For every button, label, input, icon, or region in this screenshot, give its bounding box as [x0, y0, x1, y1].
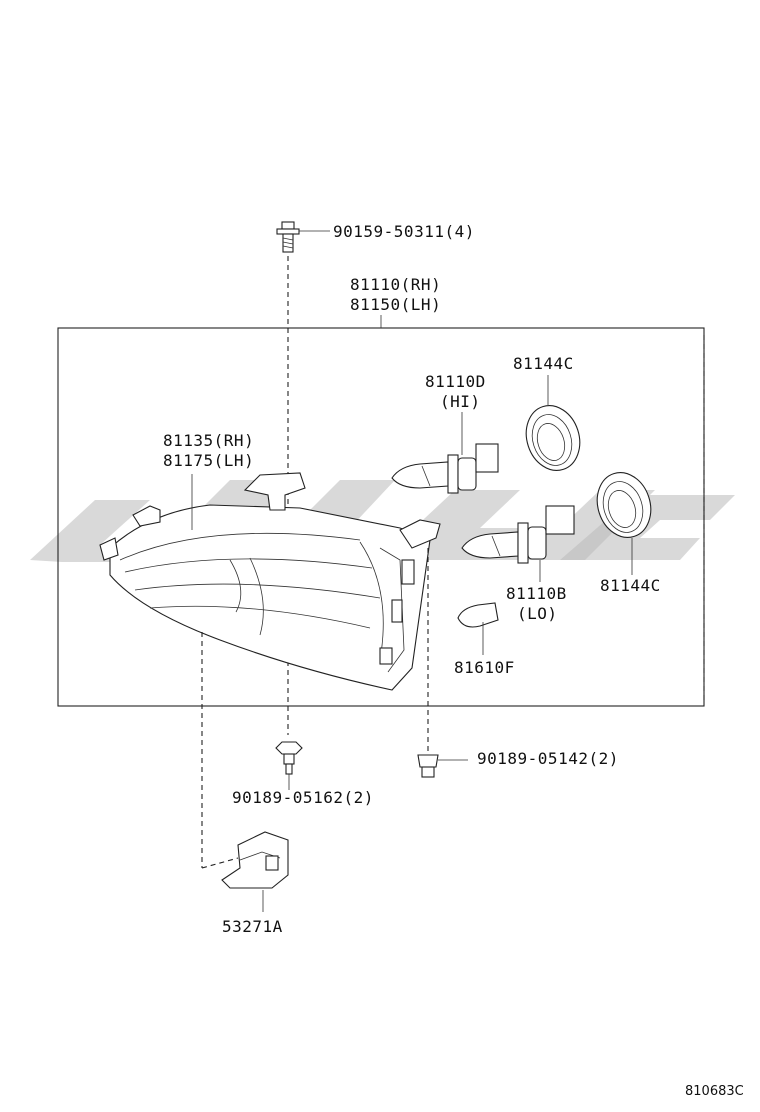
label-bulb-hi-note: (HI) — [440, 392, 481, 411]
label-assembly-lh: 81150(LH) — [350, 295, 441, 314]
label-assembly-rh: 81110(RH) — [350, 275, 441, 294]
label-lens-rh: 81135(RH) — [163, 431, 254, 450]
label-side-bulb: 81610F — [454, 658, 515, 677]
label-bulb-hi-part: 81110D — [425, 372, 486, 391]
hi-beam-bulb — [391, 443, 499, 494]
mounting-bracket — [221, 831, 289, 889]
bulb-cap-top — [525, 405, 581, 471]
headlamp-housing — [99, 472, 441, 691]
screw-icon-right — [417, 754, 439, 778]
diagram-reference-code: 810683C — [685, 1084, 744, 1099]
label-bulb-lo-note: (LO) — [517, 604, 558, 623]
label-bolt-top: 90159-50311(4) — [333, 222, 475, 241]
label-screw-bottom: 90189-05162(2) — [232, 788, 374, 807]
label-screw-right: 90189-05142(2) — [477, 749, 619, 768]
label-cap-bottom: 81144C — [600, 576, 661, 595]
label-bracket: 53271A — [222, 917, 283, 936]
label-bulb-lo-part: 81110B — [506, 584, 567, 603]
side-marker-bulb — [457, 602, 499, 628]
label-cap-top: 81144C — [513, 354, 574, 373]
screw-icon-bottom — [275, 741, 303, 775]
bulb-cap-bottom — [596, 472, 652, 538]
label-lens-lh: 81175(LH) — [163, 451, 254, 470]
flanged-bolt-icon — [276, 221, 300, 253]
lo-beam-bulb — [461, 505, 575, 564]
